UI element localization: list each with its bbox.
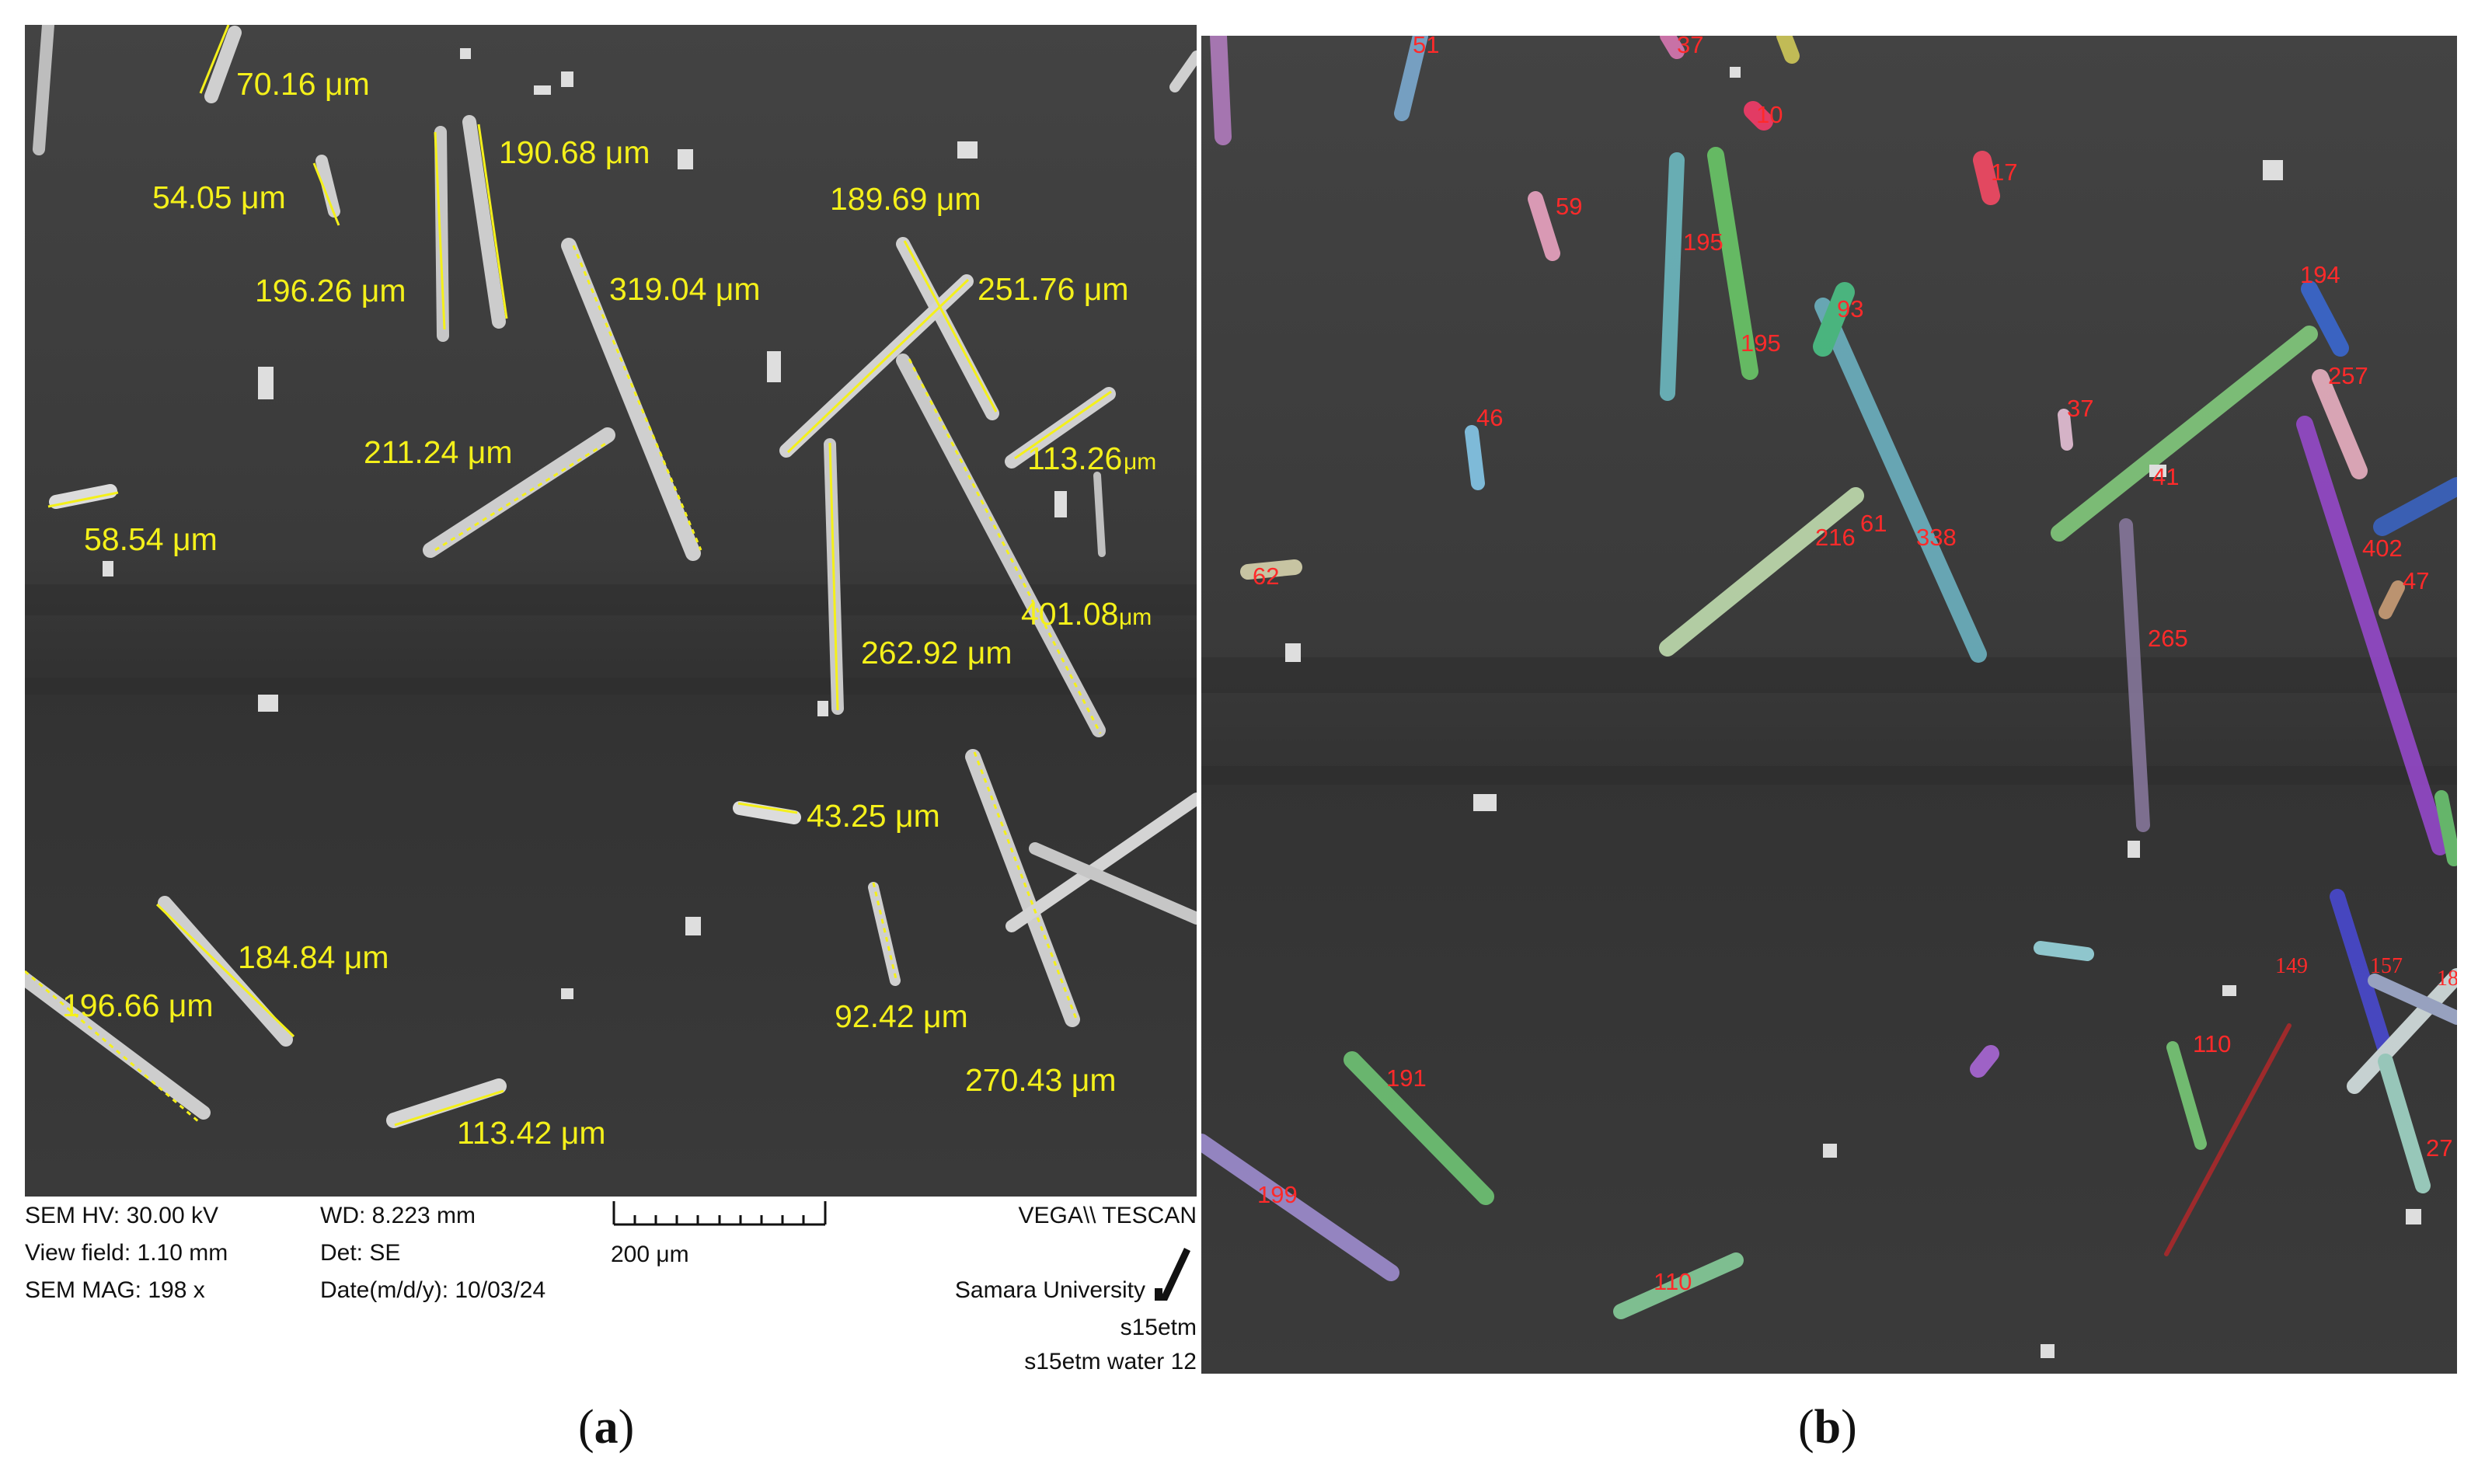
sem-hv-readout: SEM HV: 30.00 kV xyxy=(25,1203,218,1228)
measurement-label: 251.76 μm xyxy=(978,271,1129,307)
segment-label: 265 xyxy=(2148,625,2188,652)
measurement-label: 92.42 μm xyxy=(835,998,968,1034)
measurement-label: 70.16 μm xyxy=(236,66,370,102)
measurement-label: 184.84 μm xyxy=(238,939,389,975)
sample-label: s15etm water 12 xyxy=(1024,1349,1197,1374)
segment-label: 18 xyxy=(2437,967,2457,991)
measurement-label: 113.42 μm xyxy=(457,1115,606,1151)
tescan-logo-icon xyxy=(1155,1248,1190,1301)
wd-readout: WD: 8.223 mm xyxy=(320,1203,476,1228)
measurement-lines-a xyxy=(25,25,1112,1127)
university-label: Samara University xyxy=(954,1277,1145,1303)
segment-label: 110 xyxy=(1654,1268,1692,1295)
measurement-label: 54.05 μm xyxy=(152,179,286,215)
segment-label: 216 xyxy=(1815,524,1856,551)
measurement-label: 270.43 μm xyxy=(965,1062,1117,1098)
measurement-label: 211.24 μm xyxy=(364,434,513,470)
segment-label: 194 xyxy=(2300,261,2340,288)
segment-label: 195 xyxy=(1683,228,1723,256)
measurement-unit: μm xyxy=(1119,604,1152,630)
scale-bar xyxy=(612,1201,827,1226)
measurement-label: 58.54 μm xyxy=(84,521,218,557)
segment-label: 110 xyxy=(2193,1030,2231,1057)
caption-a: (a) xyxy=(578,1401,635,1454)
debris-a xyxy=(103,48,1067,999)
measurement-label: 262.92 μm xyxy=(861,635,1012,671)
user-label: s15etm xyxy=(1120,1315,1197,1340)
measurement-unit: μm xyxy=(1124,449,1156,475)
measurement-label: 196.26 μm xyxy=(255,273,406,308)
segment-label: 191 xyxy=(1386,1064,1427,1092)
sem-image-panel-a: 70.16 μm 190.68 μm 54.05 μm 189.69 μm 19… xyxy=(25,25,1197,1197)
view-field-readout: View field: 1.10 mm xyxy=(25,1240,228,1266)
segment-label: 199 xyxy=(1257,1181,1298,1208)
segmented-micrograph-b: 51 37 10 59 195 195 93 17 46 194 257 37 … xyxy=(1201,36,2457,1374)
segment-label: 37 xyxy=(1677,36,1703,58)
segment-label: 257 xyxy=(2328,362,2368,389)
measurement-label: 196.66 μm xyxy=(62,988,214,1023)
segment-label: 157 xyxy=(2370,954,2403,978)
segment-label: 37 xyxy=(2067,395,2093,422)
segment-label: 51 xyxy=(1413,36,1439,58)
segment-label: 62 xyxy=(1253,563,1279,590)
segment-label: 59 xyxy=(1556,193,1582,220)
detector-readout: Det: SE xyxy=(320,1240,401,1266)
segment-label: 46 xyxy=(1476,404,1503,431)
date-readout: Date(m/d/y): 10/03/24 xyxy=(320,1277,546,1303)
segment-label: 17 xyxy=(1991,159,2017,186)
sem-info-bar: SEM HV: 30.00 kV View field: 1.10 mm SEM… xyxy=(25,1197,1197,1375)
caption-b: (b) xyxy=(1798,1401,1857,1454)
sem-mag-readout: SEM MAG: 198 x xyxy=(25,1277,205,1303)
segment-label: 149 xyxy=(2275,954,2308,978)
scale-bar-label: 200 μm xyxy=(611,1242,689,1267)
measurement-label: 43.25 μm xyxy=(807,798,940,834)
instrument-brand: VEGA\\ TESCAN xyxy=(1018,1203,1197,1228)
segment-label: 41 xyxy=(2152,463,2179,490)
debris-b xyxy=(1285,67,2421,1358)
segmented-fibers-b xyxy=(1201,36,2457,1319)
segment-label: 93 xyxy=(1837,295,1863,322)
segment-label: 27 xyxy=(2426,1134,2452,1162)
sem-micrograph-a: 70.16 μm 190.68 μm 54.05 μm 189.69 μm 19… xyxy=(25,25,1197,1197)
measurement-label: 319.04 μm xyxy=(609,271,761,307)
measurement-label: 113.26 xyxy=(1027,441,1122,476)
segment-label: 402 xyxy=(2362,535,2403,562)
sem-image-panel-b: 51 37 10 59 195 195 93 17 46 194 257 37 … xyxy=(1201,36,2457,1374)
segment-label: 10 xyxy=(1756,101,1783,128)
measurement-label: 401.08 xyxy=(1021,596,1118,632)
segment-label: 195 xyxy=(1741,329,1781,357)
measurement-label: 189.69 μm xyxy=(830,181,981,217)
segment-label: 338 xyxy=(1916,524,1957,551)
measurement-label: 190.68 μm xyxy=(499,134,650,170)
segment-label: 61 xyxy=(1860,510,1887,537)
segment-label: 47 xyxy=(2403,567,2429,594)
